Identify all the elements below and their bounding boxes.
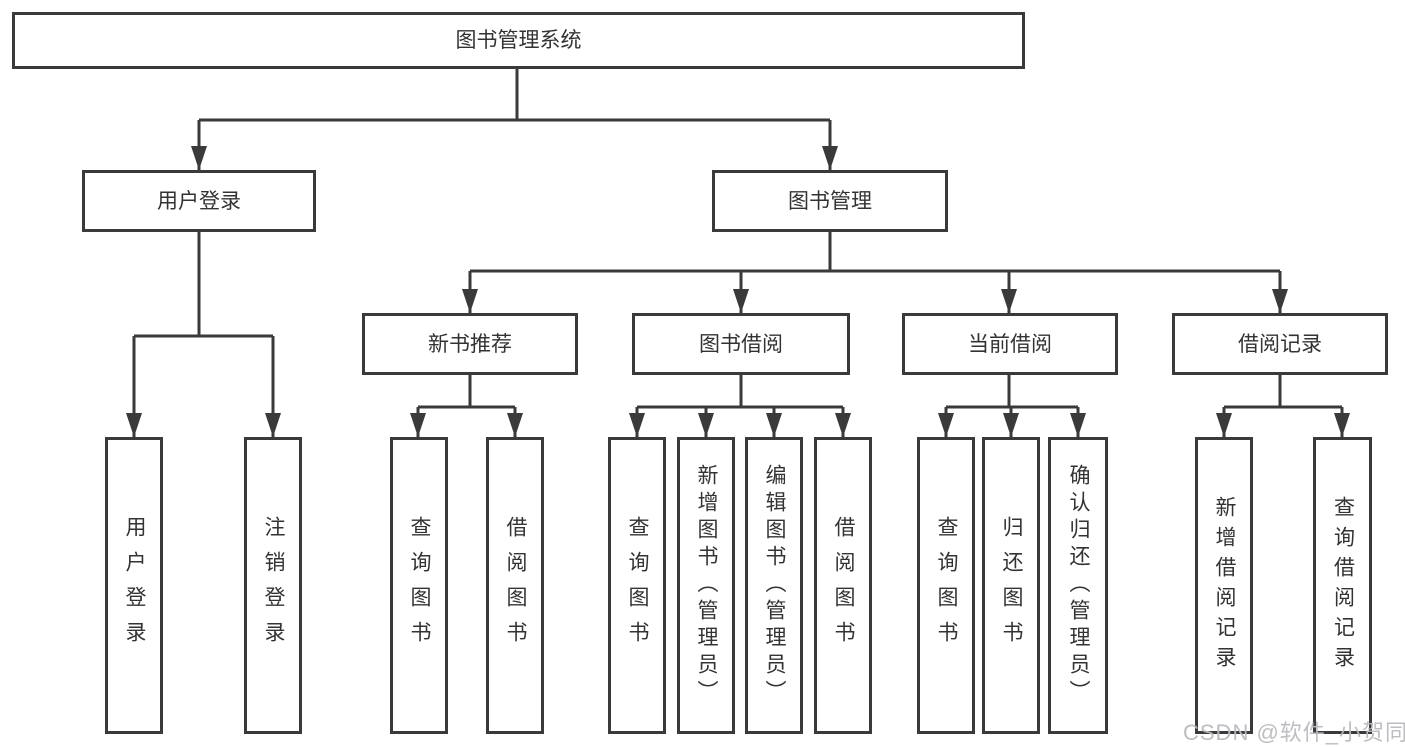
node-current-borrow: 当前借阅 [902, 313, 1118, 375]
node-leaf-query-borrow-record: 查询借阅记录 [1313, 437, 1372, 734]
csdn-watermark: CSDN @软件_小贺同学 [1183, 720, 1405, 745]
node-leaf-add-book-admin: 新增图书（管理员） [677, 437, 735, 734]
node-leaf-edit-book-admin: 编辑图书（管理员） [745, 437, 803, 734]
node-leaf-add-borrow-record: 新增借阅记录 [1195, 437, 1253, 734]
node-leaf-query-book-recommend: 查询图书 [390, 437, 448, 734]
node-leaf-return-book: 归还图书 [982, 437, 1040, 734]
node-leaf-borrow-book: 借阅图书 [814, 437, 872, 734]
node-new-book-recommend: 新书推荐 [362, 313, 578, 375]
node-borrow-record: 借阅记录 [1172, 313, 1388, 375]
node-leaf-user-login: 用户登录 [105, 437, 163, 734]
node-leaf-logout: 注销登录 [244, 437, 302, 734]
node-leaf-confirm-return-admin: 确认归还（管理员） [1048, 437, 1108, 734]
node-leaf-query-book-borrow: 查询图书 [608, 437, 666, 734]
node-leaf-borrow-book-recommend: 借阅图书 [486, 437, 544, 734]
node-book-management: 图书管理 [712, 170, 948, 232]
node-root: 图书管理系统 [12, 12, 1025, 69]
node-leaf-query-book-current: 查询图书 [917, 437, 975, 734]
node-book-borrow: 图书借阅 [632, 313, 850, 375]
node-user-login: 用户登录 [82, 170, 316, 232]
